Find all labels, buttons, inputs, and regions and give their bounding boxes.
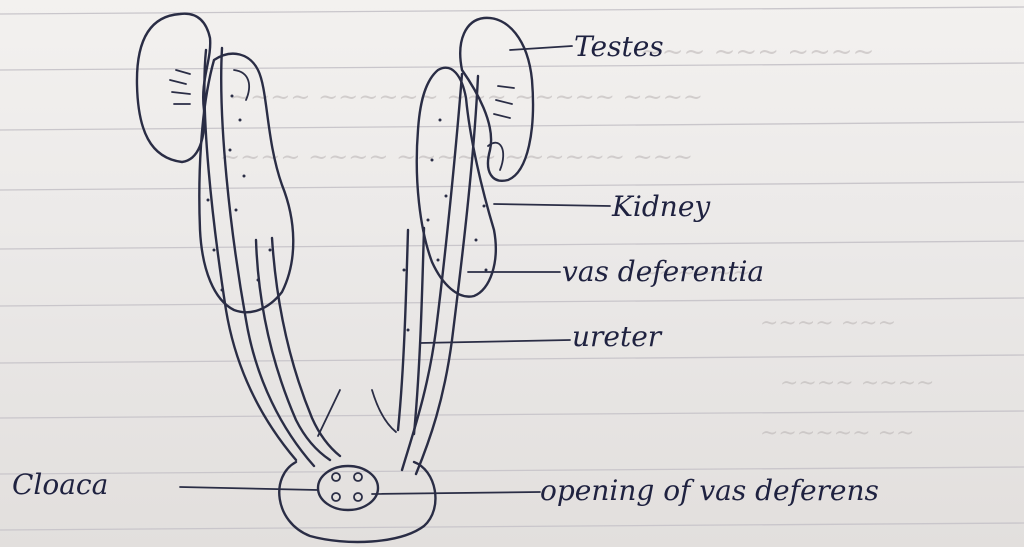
label-cloaca: Cloaca: [12, 468, 108, 501]
svg-text:~~~~ ~~~: ~~~~ ~~~: [760, 311, 896, 336]
label-kidney: Kidney: [611, 190, 711, 223]
bleed-through-text: ~~~ ~~~ ~~~~ ~~~~ ~~~~~~ ~~~ ~~~~~ ~~~~ …: [220, 37, 934, 446]
left-ureter: [256, 238, 340, 460]
cloaca: [279, 462, 435, 542]
organ-stippling: [207, 95, 488, 332]
leader-lines: [180, 46, 610, 494]
right-ureter: [372, 228, 424, 434]
svg-text:~~~~~~ ~~: ~~~~~~ ~~: [760, 421, 914, 446]
right-vas-deferens: [402, 74, 478, 474]
svg-text:~~~~ ~~~~: ~~~~ ~~~~: [780, 371, 934, 396]
svg-text:~~~ ~~~ ~~~~: ~~~ ~~~ ~~~~: [640, 37, 874, 67]
label-opening-of-vas-deferens: opening of vas deferens: [540, 474, 879, 507]
left-testis: [137, 14, 210, 162]
label-ureter: ureter: [572, 320, 663, 353]
label-testes: Testes: [574, 30, 664, 63]
label-vas-deferentia: vas deferentia: [562, 255, 764, 288]
